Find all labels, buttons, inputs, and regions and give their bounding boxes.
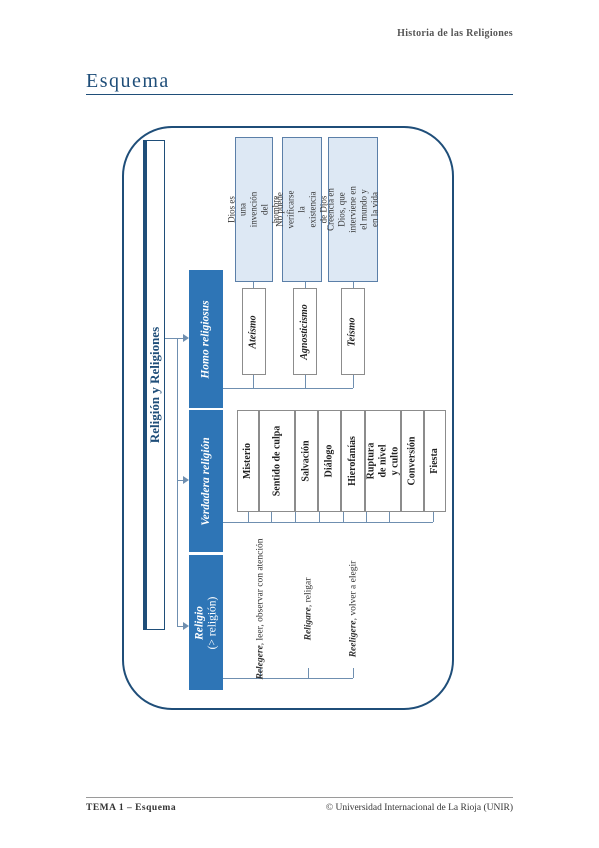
connector — [389, 512, 390, 522]
footer-topic: TEMA 1 – Esquema — [86, 803, 177, 813]
connector — [253, 282, 254, 288]
connector — [433, 512, 434, 522]
connector — [253, 375, 254, 388]
connector — [353, 375, 354, 388]
connector — [177, 626, 185, 627]
position-ateismo: Ateísmo — [242, 288, 266, 375]
connector — [223, 388, 353, 389]
page-title: Esquema — [86, 70, 170, 92]
connector — [305, 375, 306, 388]
item-sentido-de-culpa: Sentido de culpa — [259, 410, 295, 512]
category-verdadera-religion: Verdadera religión — [189, 410, 223, 552]
definition-ateismo: Dios es una invención del hombre — [227, 137, 281, 282]
arrow-icon — [183, 334, 189, 342]
footer-rule — [86, 797, 513, 798]
footer-copyright: © Universidad Internacional de La Rioja … — [325, 803, 513, 813]
connector — [353, 282, 354, 288]
connector — [177, 480, 185, 481]
etymology-reeligere: Reeligere, volver a elegir — [333, 550, 373, 668]
connector — [223, 522, 433, 523]
connector — [248, 512, 249, 522]
arrow-icon — [183, 476, 189, 484]
root-concept-bar: Religión y Religiones — [143, 140, 165, 630]
connector — [165, 338, 177, 339]
category-religio: Religio(> religión) — [189, 555, 223, 690]
position-teismo: Teísmo — [341, 288, 365, 375]
diagram-frame — [122, 126, 454, 710]
arrow-icon — [183, 622, 189, 630]
connector — [223, 678, 353, 679]
etymology-religare: Religare, religar — [295, 550, 321, 668]
title-rule — [86, 94, 513, 95]
running-header: Historia de las Religiones — [397, 28, 513, 39]
definition-agnosticismo: No puede verificarse la existencia de Di… — [275, 137, 329, 282]
item-conversion: Conversión — [401, 410, 424, 512]
connector — [308, 668, 309, 678]
connector — [271, 512, 272, 522]
item-salvacion: Salvación — [295, 410, 318, 512]
connector — [177, 338, 178, 626]
connector — [366, 512, 367, 522]
etymology-relegere: Relegere, leer, observar con atención — [236, 538, 284, 680]
item-misterio: Misterio — [237, 410, 259, 512]
item-ruptura-de-nivel: Ruptura de nivel y culto — [365, 410, 401, 512]
position-agnosticismo: Agnosticismo — [293, 288, 317, 375]
connector — [305, 282, 306, 288]
connector — [343, 512, 344, 522]
connector — [260, 668, 261, 678]
connector — [295, 512, 296, 522]
connector — [177, 338, 185, 339]
connector — [353, 668, 354, 678]
definition-teismo: Creencia en Dios, que interviene en el m… — [326, 137, 380, 282]
connector — [319, 512, 320, 522]
item-fiesta: Fiesta — [424, 410, 446, 512]
item-dialogo: Diálogo — [318, 410, 341, 512]
category-homo-religiosus: Homo religiosus — [189, 270, 223, 408]
item-hierofanias: Hierofanías — [341, 410, 365, 512]
